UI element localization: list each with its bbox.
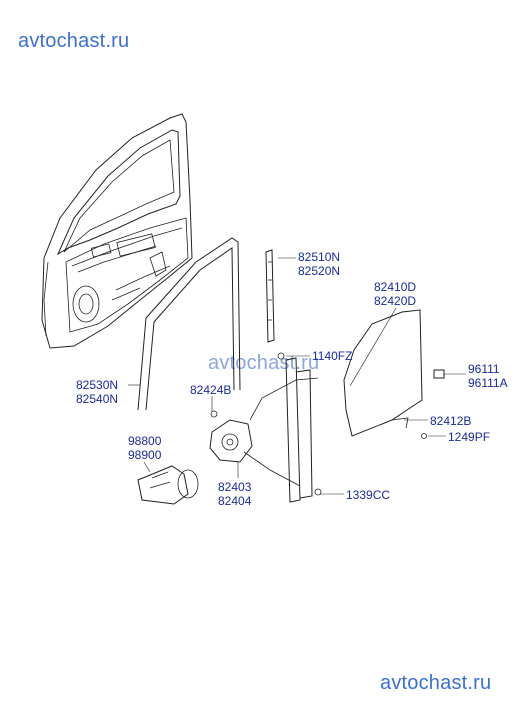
- door-shell-drawing: [41, 113, 193, 349]
- callout-nut-bottom: 1339CC: [346, 488, 391, 502]
- callout-bolt-left: 82424B: [190, 383, 232, 397]
- watermark-middle: avtochast.ru: [208, 352, 320, 374]
- leader-lines: [128, 257, 466, 495]
- callout-sticker: 96111 96111A: [468, 362, 508, 390]
- watermark-bottom: avtochast.ru: [380, 672, 492, 694]
- callout-glass-clip: 82412B: [430, 414, 472, 428]
- door-frame-channel-drawing: [137, 237, 241, 411]
- callout-door-frame: 82530N 82540N: [76, 378, 119, 406]
- callout-regulator: 82403 82404: [218, 480, 252, 508]
- callout-channel: 82510N 82520N: [298, 250, 341, 278]
- glass-clip-drawing: [391, 417, 427, 439]
- sticker-drawing: [433, 369, 445, 379]
- rear-channel-drawing: [265, 249, 275, 343]
- callout-clip-bolt: 1249PF: [448, 430, 491, 444]
- motor-drawing: [137, 465, 199, 505]
- regulator-gearbox-drawing: [209, 410, 253, 463]
- window-glass-drawing: [343, 309, 423, 437]
- callout-bolt-top: 1140FZ: [312, 349, 353, 363]
- regulator-rail-drawing: [243, 352, 322, 503]
- callout-glass: 82410D 82420D: [374, 280, 417, 308]
- callout-motor: 98800 98900: [128, 434, 162, 462]
- watermark-top: avtochast.ru: [18, 30, 130, 52]
